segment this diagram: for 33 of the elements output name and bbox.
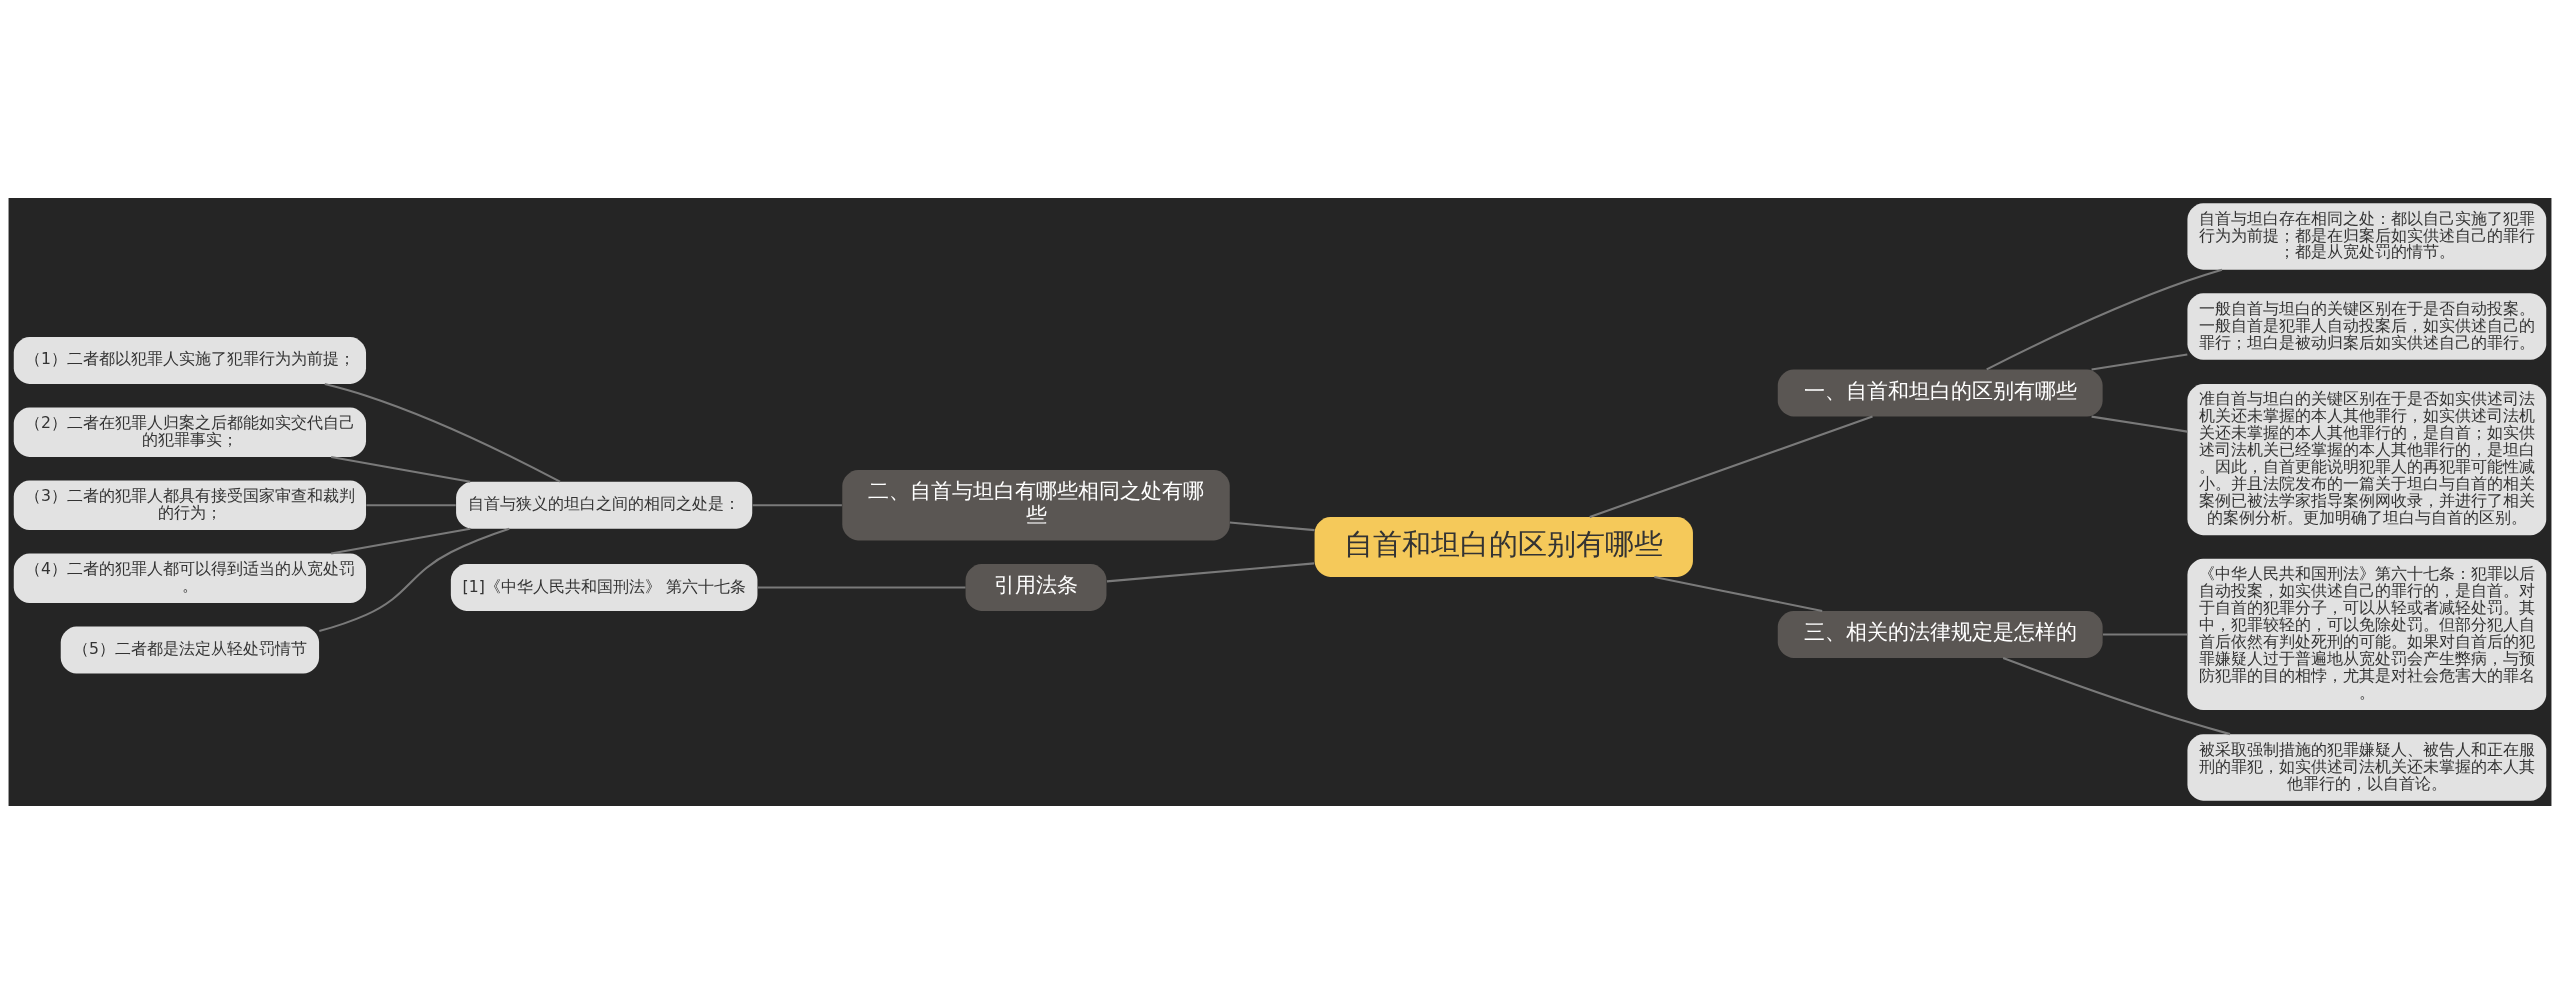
node-box: （1）二者都以犯罪人实施了犯罪行为为前提； <box>13 336 367 384</box>
connector <box>752 503 842 506</box>
node-box: 准自首与坦白的关键区别在于是否如实供述司法机关还未掌握的本人其他罪行，如实供述司法机关还未掌握的本人其他罪行的，是自首；如实供述司法机关已经掌握的本人其他罪行的，是坦白。因此，自首更能说明犯罪人的再犯罪可能性减小。并且法院发布的一篇关于坦白与自首的相关案例已被法学家指导案例网收录，并进行了相关的案例分析。更加明确了坦白与自首的区别。 <box>2187 383 2547 535</box>
node-box: 自首与狭义的坦白之间的相同之处是： <box>456 481 753 529</box>
node-box: （4）二者的犯罪人都可以得到适当的从宽处罚。 <box>13 553 367 603</box>
node-box: 被采取强制措施的犯罪嫌疑人、被告人和正在服刑的罪犯，如实供述司法机关还未掌握的本人其他罪行的，以自首论。 <box>2187 733 2547 801</box>
connector <box>2002 656 2231 735</box>
node-box: 三、相关的法律规定是怎样的 <box>1777 610 2103 658</box>
node-box: （2）二者在犯罪人归案之后都能如实交代自己的犯罪事实； <box>13 406 367 457</box>
connector <box>1654 575 1823 612</box>
node-box: 自首和坦白的区别有哪些 <box>1314 516 1693 577</box>
connector <box>1986 268 2223 370</box>
node-box: 一、自首和坦白的区别有哪些 <box>1777 369 2103 417</box>
node-box: （3）二者的犯罪人都具有接受国家审查和裁判的行为； <box>13 479 367 530</box>
node-box: 自首与坦白存在相同之处：都以自己实施了犯罪行为为前提；都是在归案后如实供述自己的罪行；都是从宽处罚的情节。 <box>2187 202 2547 270</box>
connector <box>330 527 471 554</box>
node-box: 一般自首与坦白的关键区别在于是否自动投案。一般自首是犯罪人自动投案后，如实供述自己的罪行；坦白是被动归案后如实供述自己的罪行。 <box>2187 292 2547 360</box>
connector <box>2103 632 2188 635</box>
connector <box>1106 561 1315 582</box>
connector <box>1229 521 1315 531</box>
connector <box>366 503 456 506</box>
connector <box>1589 415 1873 518</box>
node-box: [1]《中华人民共和国刑法》 第六十七条 <box>450 563 758 611</box>
node-box: （5）二者都是法定从轻处罚情节 <box>60 626 320 674</box>
connector <box>2091 415 2188 433</box>
connector <box>324 382 561 483</box>
connector <box>2091 352 2188 371</box>
connector <box>319 527 510 632</box>
node-box: 引用法条 <box>965 563 1107 611</box>
node-box: 《中华人民共和国刑法》第六十七条：犯罪以后自动投案，如实供述自己的罪行的，是自首。对于自首的犯罪分子，可以从轻或者减轻处罚。其中，犯罪较轻的，可以免除处罚。但部分犯人自首后依然有判处死刑的可能。如果对自首后的犯罪嫌疑人过于普遍地从宽处罚会产生弊病，与预防犯罪的目的相悖，尤其是对社会危害大的罪名。 <box>2187 558 2547 710</box>
connector <box>758 585 966 588</box>
connector <box>330 455 471 483</box>
node-box: 二、自首与坦白有哪些相同之处有哪些 <box>842 469 1230 540</box>
